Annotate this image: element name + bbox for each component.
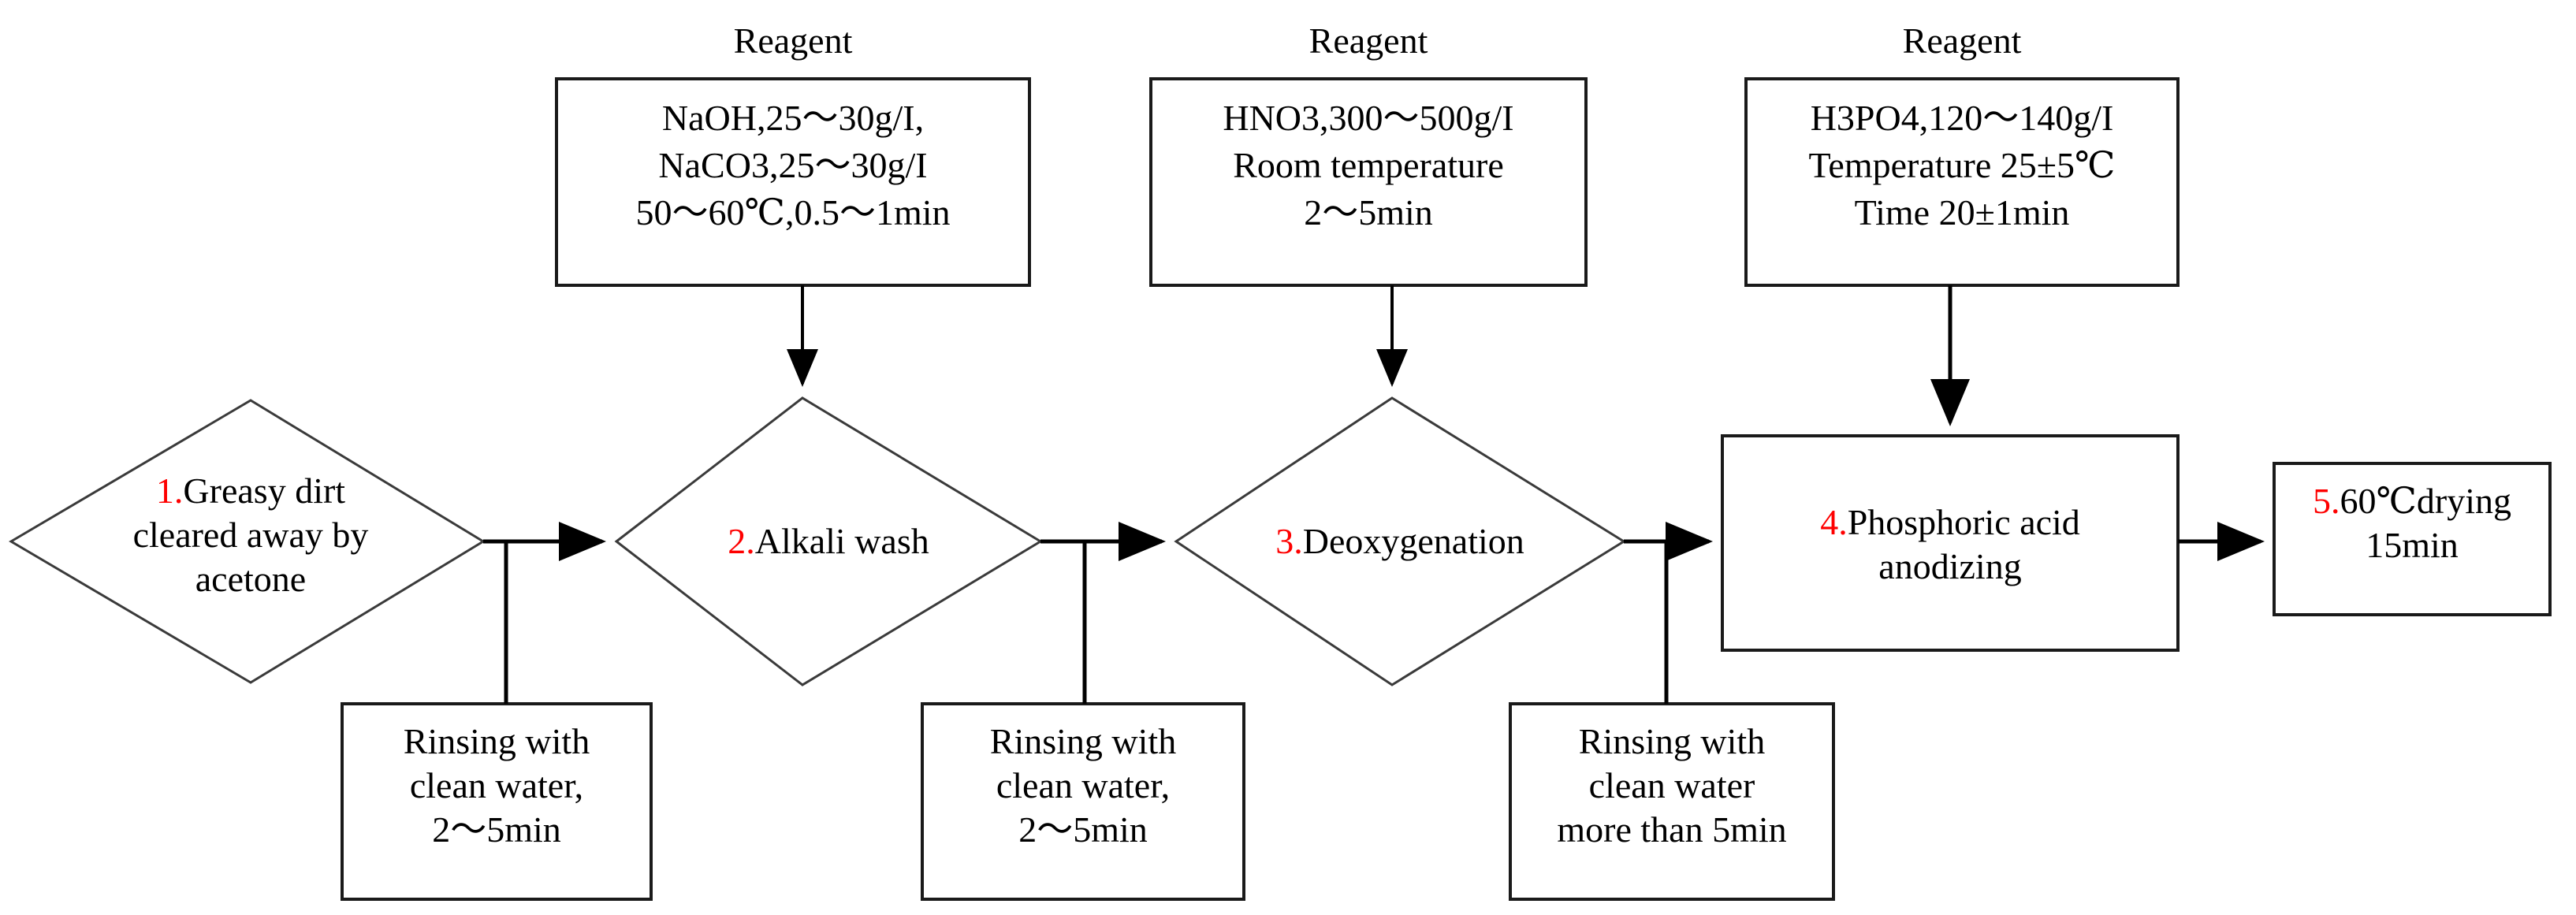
step-1-greasy-dirt-shape [9,399,486,684]
reagent-box-alkali [555,77,1031,287]
reagent-box-deoxygenation [1149,77,1588,287]
step-2-alkali-wash-shape [614,396,1043,686]
step-5-drying-shape [2273,462,2552,616]
reagent-box-phosphoric [1744,77,2180,287]
rinse-box-1-shape [341,702,653,901]
rinse-box-3-shape [1509,702,1835,901]
step-3-deoxygenation-shape [1174,396,1626,686]
step-4-phosphoric-acid-anodizing-shape [1721,434,2180,652]
rinse-box-2-shape [921,702,1245,901]
